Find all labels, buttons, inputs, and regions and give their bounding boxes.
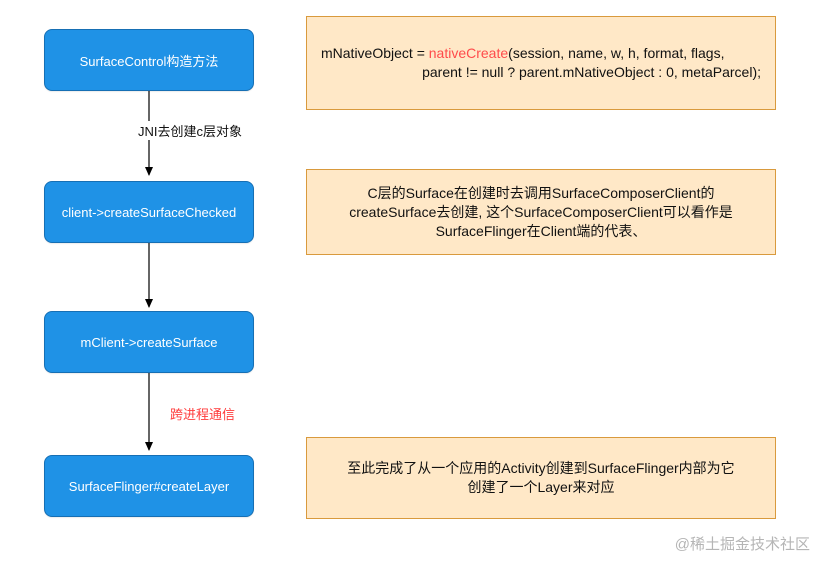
node-label: SurfaceControl构造方法 (79, 53, 219, 69)
node-label: mClient->createSurface (80, 334, 218, 350)
code-prefix: mNativeObject = (321, 45, 429, 61)
node-label: client->createSurfaceChecked (61, 204, 237, 220)
note-line: SurfaceFlinger在Client端的代表、 (435, 222, 647, 239)
node-surfaceflinger-create-layer: SurfaceFlinger#createLayer (44, 455, 254, 517)
edge-label-jni: JNI去创建c层对象 (138, 121, 243, 140)
note-line: 至此完成了从一个应用的Activity创建到SurfaceFlinger内部为它 (347, 460, 735, 476)
note-code-line-1: mNativeObject = nativeCreate(session, na… (321, 44, 761, 63)
node-create-surface-checked: client->createSurfaceChecked (44, 181, 254, 243)
note-surface-composer-client: C层的Surface在创建时去调用SurfaceComposerClient的 … (306, 169, 776, 255)
node-surface-control: SurfaceControl构造方法 (44, 29, 254, 91)
code-function-highlight: nativeCreate (428, 45, 509, 61)
node-label: SurfaceFlinger#createLayer (68, 478, 230, 494)
node-mclient-create-surface: mClient->createSurface (44, 311, 254, 373)
note-layer-created: 至此完成了从一个应用的Activity创建到SurfaceFlinger内部为它… (306, 437, 776, 519)
code-args: (session, name, w, h, format, flags, (508, 45, 725, 61)
note-line: createSurface去创建, 这个SurfaceComposerClien… (349, 203, 733, 220)
note-line: C层的Surface在创建时去调用SurfaceComposerClient的 (367, 184, 715, 201)
note-line: 创建了一个Layer来对应 (467, 479, 615, 495)
note-code-line-2: parent != null ? parent.mNativeObject : … (422, 64, 761, 80)
edge-label-ipc: 跨进程通信 (170, 404, 236, 423)
note-native-create: mNativeObject = nativeCreate(session, na… (306, 16, 776, 110)
watermark: @稀土掘金技术社区 (674, 536, 810, 553)
